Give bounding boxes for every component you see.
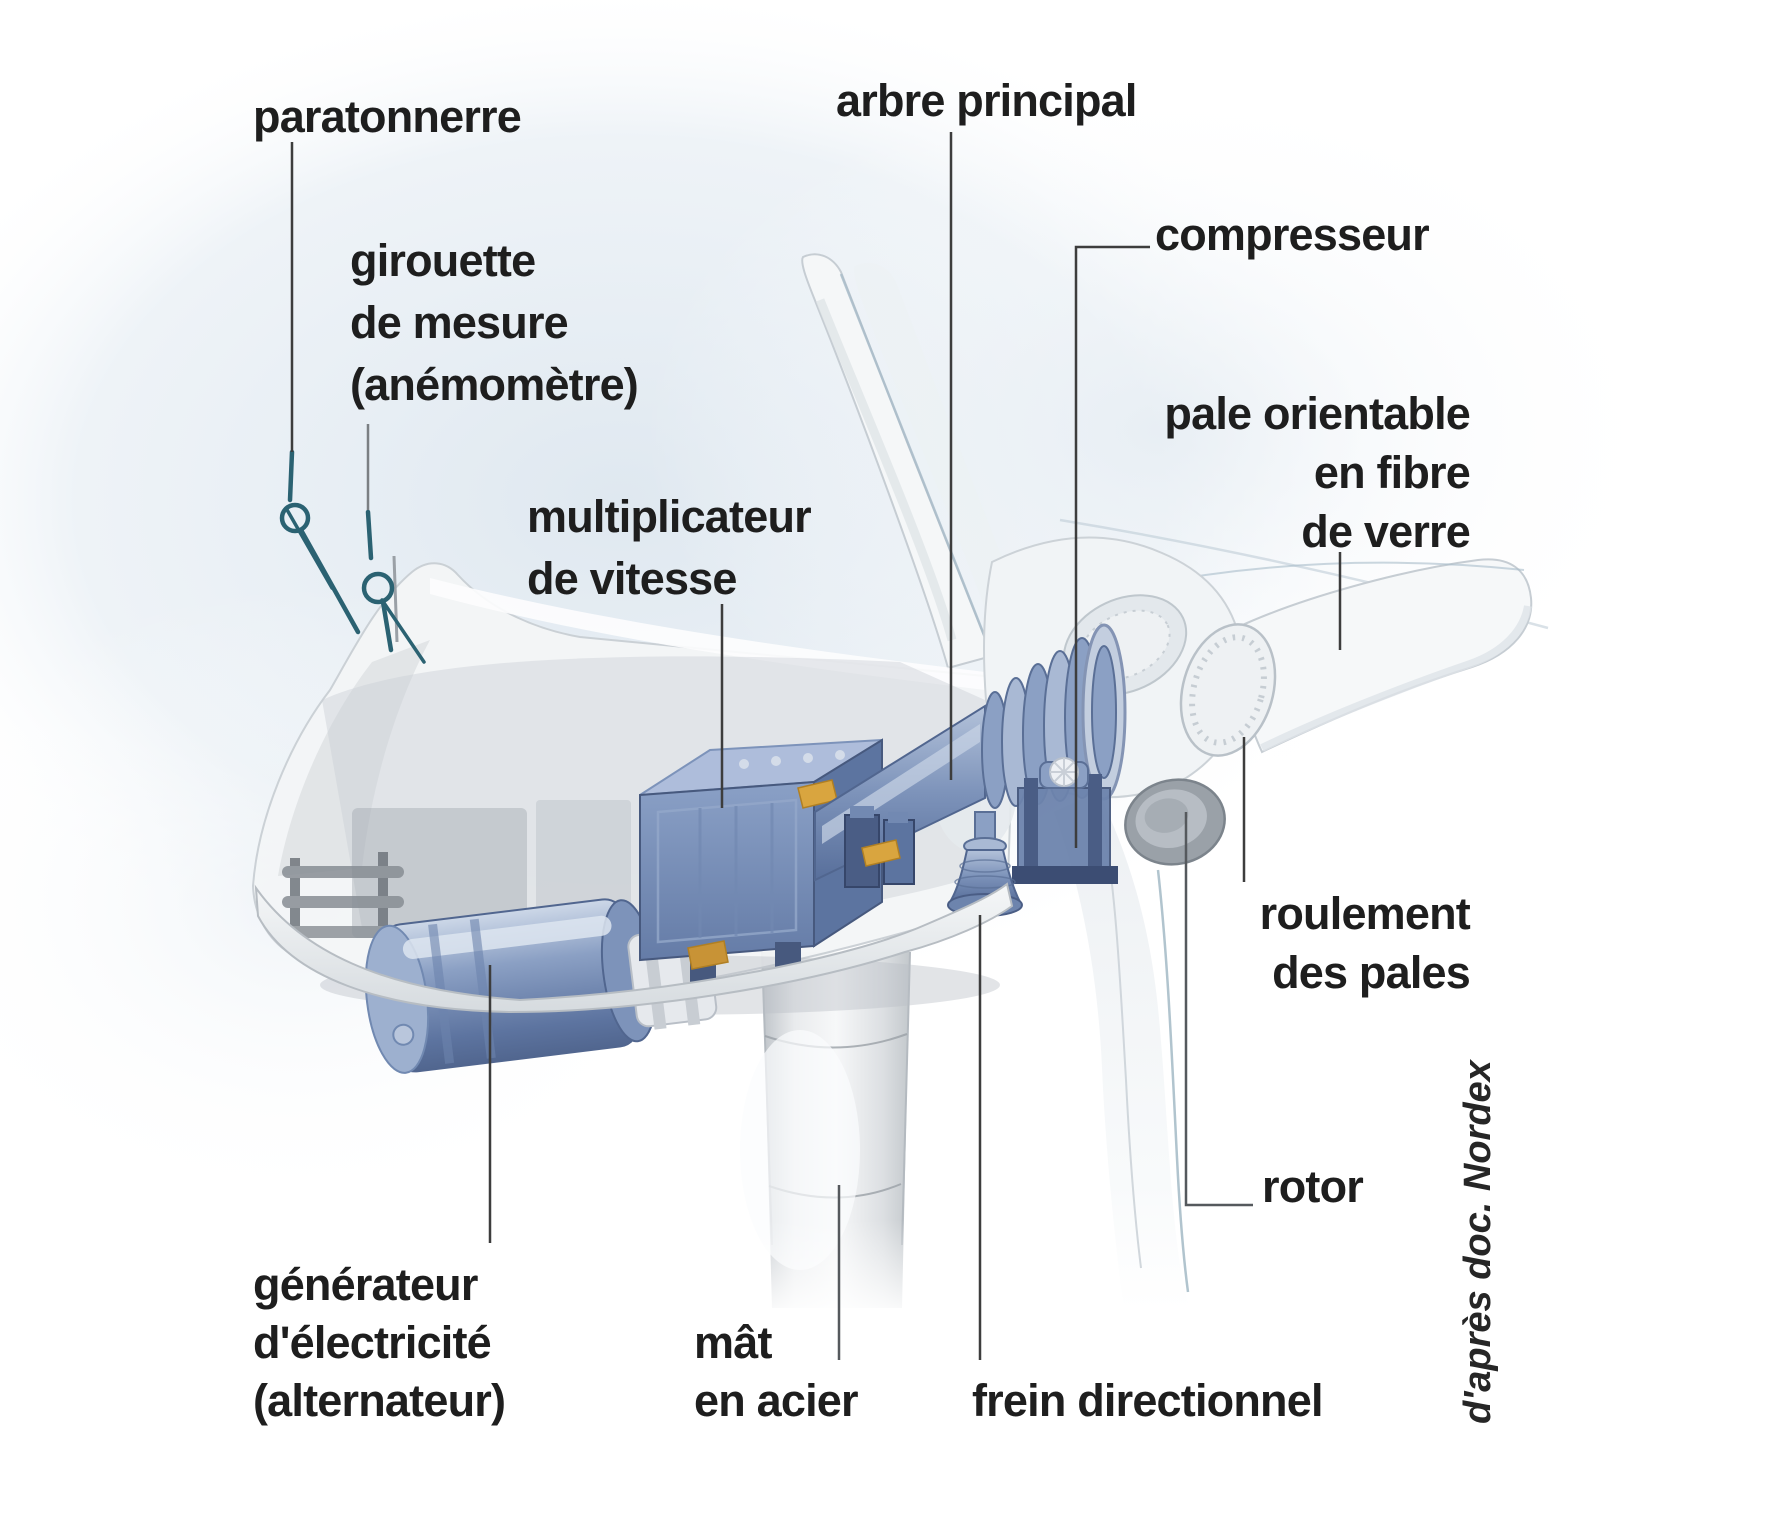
label-pale-orientable: pale orientable en fibre de verre <box>970 384 1470 561</box>
label-line: arbre principal <box>836 75 1137 126</box>
label-arbre-principal: arbre principal <box>836 72 1137 130</box>
nacelle-tray <box>254 882 1014 1014</box>
lightning-rod-antenna <box>279 449 361 635</box>
leader-compresseur <box>1074 245 1150 848</box>
label-compresseur: compresseur <box>1155 206 1430 264</box>
blade-bearing-ring <box>1179 623 1277 757</box>
blade-up <box>801 253 994 670</box>
mounting-blocks <box>844 806 915 888</box>
label-line: des pales <box>1272 947 1471 998</box>
label-line: roulement <box>1259 888 1471 939</box>
label-line: compresseur <box>1155 209 1430 260</box>
label-girouette-anemometre: girouette de mesure (anémomètre) <box>350 230 639 416</box>
leader-lines <box>290 132 1342 1360</box>
label-line: générateur <box>253 1259 478 1310</box>
gold-bracket <box>687 940 729 970</box>
leader-rotor <box>1184 812 1253 1207</box>
label-line: d'électricité <box>253 1317 492 1368</box>
credit-source: d'après doc. Nordex <box>1449 1060 1507 1424</box>
label-line: frein directionnel <box>972 1375 1323 1426</box>
label-line: de verre <box>1301 506 1471 557</box>
tower <box>740 951 920 1320</box>
label-line: en fibre <box>1313 447 1471 498</box>
label-line: de mesure <box>350 297 569 348</box>
label-line: d'après doc. Nordex <box>1457 1060 1499 1424</box>
label-rotor: rotor <box>1262 1158 1364 1216</box>
label-line: (alternateur) <box>253 1375 506 1426</box>
label-line: multiplicateur <box>527 491 812 542</box>
gearbox <box>639 738 883 982</box>
label-line: de vitesse <box>527 553 737 604</box>
anemometer-vane <box>361 509 426 664</box>
label-line: en acier <box>694 1375 859 1426</box>
sensor-mast <box>392 555 399 643</box>
label-line: pale orientable <box>1164 388 1470 439</box>
label-generateur-alternateur: générateur d'électricité (alternateur) <box>253 1256 506 1430</box>
label-multiplicateur-vitesse: multiplicateur de vitesse <box>527 486 812 610</box>
rotor-bearing-disk <box>1124 778 1226 866</box>
label-mat-acier: mât en acier <box>694 1314 859 1430</box>
label-line: (anémomètre) <box>350 359 639 410</box>
label-line: paratonnerre <box>253 91 522 142</box>
machinery <box>364 623 1127 1074</box>
gold-connector <box>861 839 901 867</box>
label-line: rotor <box>1262 1161 1364 1212</box>
label-roulement-pales: roulement des pales <box>1070 884 1471 1002</box>
label-line: mât <box>694 1317 772 1368</box>
label-frein-directionnel: frein directionnel <box>972 1372 1323 1430</box>
equipment-rack <box>282 852 404 952</box>
label-paratonnerre: paratonnerre <box>253 88 522 146</box>
label-line: girouette <box>350 235 536 286</box>
